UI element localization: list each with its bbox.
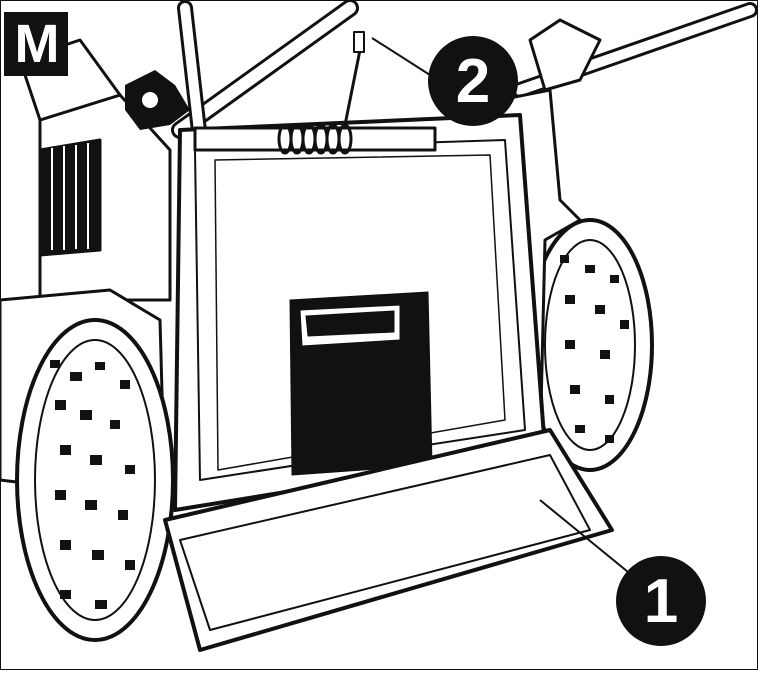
grass-deflector-flap (163, 428, 614, 652)
left-wheel (15, 318, 175, 642)
rear-flap (163, 31, 614, 652)
flap-window (289, 291, 433, 476)
right-wheel (526, 218, 654, 472)
callout-1-badge: 1 (616, 556, 706, 646)
callout-2-badge: 2 (428, 36, 518, 126)
rear-flap-spring (193, 31, 437, 155)
callout-leaders (371, 37, 629, 573)
figure-label: M (4, 12, 68, 76)
star-knob (125, 70, 190, 130)
